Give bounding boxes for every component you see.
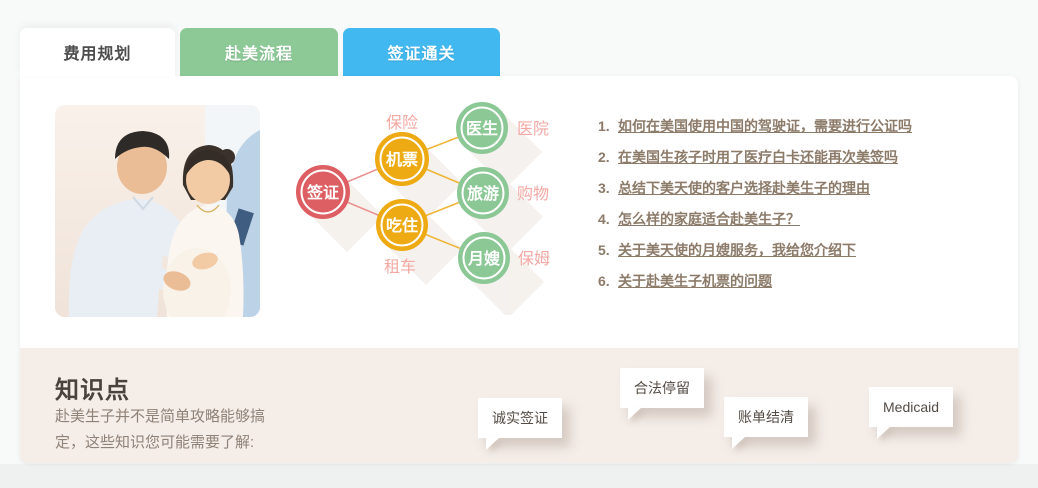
- node-flight-label: 机票: [386, 150, 418, 169]
- faq-item: 1. 如何在美国使用中国的驾驶证，需要进行公证吗: [598, 110, 998, 141]
- node-doctor: 医生: [456, 102, 508, 154]
- node-food-lodging: 吃住: [376, 199, 428, 251]
- faq-item: 2. 在美国生孩子时用了医疗白卡还能再次美签吗: [598, 141, 998, 172]
- faq-item-number: 6.: [598, 272, 610, 289]
- faq-link-client-reasons[interactable]: 总结下美天使的客户选择赴美生子的理由: [618, 179, 870, 196]
- faq-link-driving-license[interactable]: 如何在美国使用中国的驾驶证，需要进行公证吗: [618, 117, 912, 134]
- knowledge-bubble-legal-stay: 合法停留: [620, 368, 704, 408]
- bubble-label: 诚实签证: [492, 410, 548, 426]
- faq-link-suitable-family[interactable]: 怎么样的家庭适合赴美生子？: [618, 210, 800, 227]
- tab-visa-customs-label: 签证通关: [387, 46, 456, 63]
- faq-link-list: 1. 如何在美国使用中国的驾驶证，需要进行公证吗 2. 在美国生孩子时用了医疗白…: [598, 110, 998, 296]
- knowledge-panel: 知识点 赴美生子并不是简单攻略能够搞 定，这些知识您可能需要了解: 诚实签证 合…: [20, 348, 1018, 463]
- faq-item-number: 4.: [598, 210, 610, 227]
- tab-usa-process-label: 赴美流程: [224, 46, 293, 63]
- label-hospital: 医院: [517, 120, 549, 138]
- faq-item-number: 3.: [598, 179, 610, 196]
- label-insurance: 保险: [386, 114, 418, 132]
- node-visa-label: 签证: [306, 183, 339, 202]
- knowledge-description: 赴美生子并不是简单攻略能够搞 定，这些知识您可能需要了解:: [55, 404, 265, 456]
- tab-visa-customs[interactable]: 签证通关: [343, 28, 500, 76]
- faq-item-number: 2.: [598, 148, 610, 165]
- faq-item-number: 1.: [598, 117, 610, 134]
- faq-item-number: 5.: [598, 241, 610, 258]
- pregnant-couple-photo: [55, 105, 260, 317]
- knowledge-description-line1: 赴美生子并不是简单攻略能够搞: [55, 408, 266, 425]
- knowledge-bubble-bills-settled: 账单结清: [724, 397, 808, 437]
- node-doctor-label: 医生: [466, 119, 498, 138]
- bubble-label: Medicaid: [883, 399, 940, 415]
- bubble-label: 账单结清: [738, 409, 794, 425]
- label-babysitter: 保姆: [518, 250, 550, 268]
- node-maternity-matron: 月嫂: [458, 232, 510, 284]
- pregnant-couple-illustration: [55, 105, 260, 317]
- tab-cost-planning[interactable]: 费用规划: [20, 28, 175, 76]
- label-car-rental: 租车: [384, 258, 416, 276]
- faq-link-matron-service[interactable]: 关于美天使的月嫂服务，我给您介绍下: [618, 241, 856, 258]
- tab-content-card: 签证 机票 吃住 医生: [20, 76, 1018, 463]
- faq-link-medicaid-visa[interactable]: 在美国生孩子时用了医疗白卡还能再次美签吗: [618, 148, 898, 165]
- diagram-satellite-labels: 保险 租车 医院 购物 保姆: [384, 114, 550, 276]
- node-flight: 机票: [375, 132, 429, 186]
- bubble-label: 合法停留: [634, 380, 690, 396]
- node-food-lodging-label: 吃住: [386, 216, 418, 235]
- knowledge-description-line2: 定，这些知识您可能需要了解:: [55, 434, 255, 451]
- knowledge-title: 知识点: [55, 377, 130, 404]
- node-visa: 签证: [296, 165, 350, 219]
- tab-usa-process[interactable]: 赴美流程: [180, 28, 338, 76]
- node-travel: 旅游: [457, 167, 509, 219]
- tab-cost-planning-label: 费用规划: [63, 46, 132, 63]
- faq-link-flight-questions[interactable]: 关于赴美生子机票的问题: [618, 272, 772, 289]
- knowledge-bubble-medicaid: Medicaid: [869, 387, 954, 427]
- faq-item: 5. 关于美天使的月嫂服务，我给您介绍下: [598, 234, 998, 265]
- faq-item: 6. 关于赴美生子机票的问题: [598, 265, 998, 296]
- node-travel-label: 旅游: [467, 184, 499, 203]
- faq-item: 3. 总结下美天使的客户选择赴美生子的理由: [598, 172, 998, 203]
- knowledge-bubble-honest-visa: 诚实签证: [478, 398, 562, 438]
- faq-item: 4. 怎么样的家庭适合赴美生子？: [598, 203, 998, 234]
- node-maternity-matron-label: 月嫂: [467, 250, 501, 268]
- cost-planning-diagram: 签证 机票 吃住 医生: [296, 102, 550, 315]
- label-shopping: 购物: [517, 185, 549, 203]
